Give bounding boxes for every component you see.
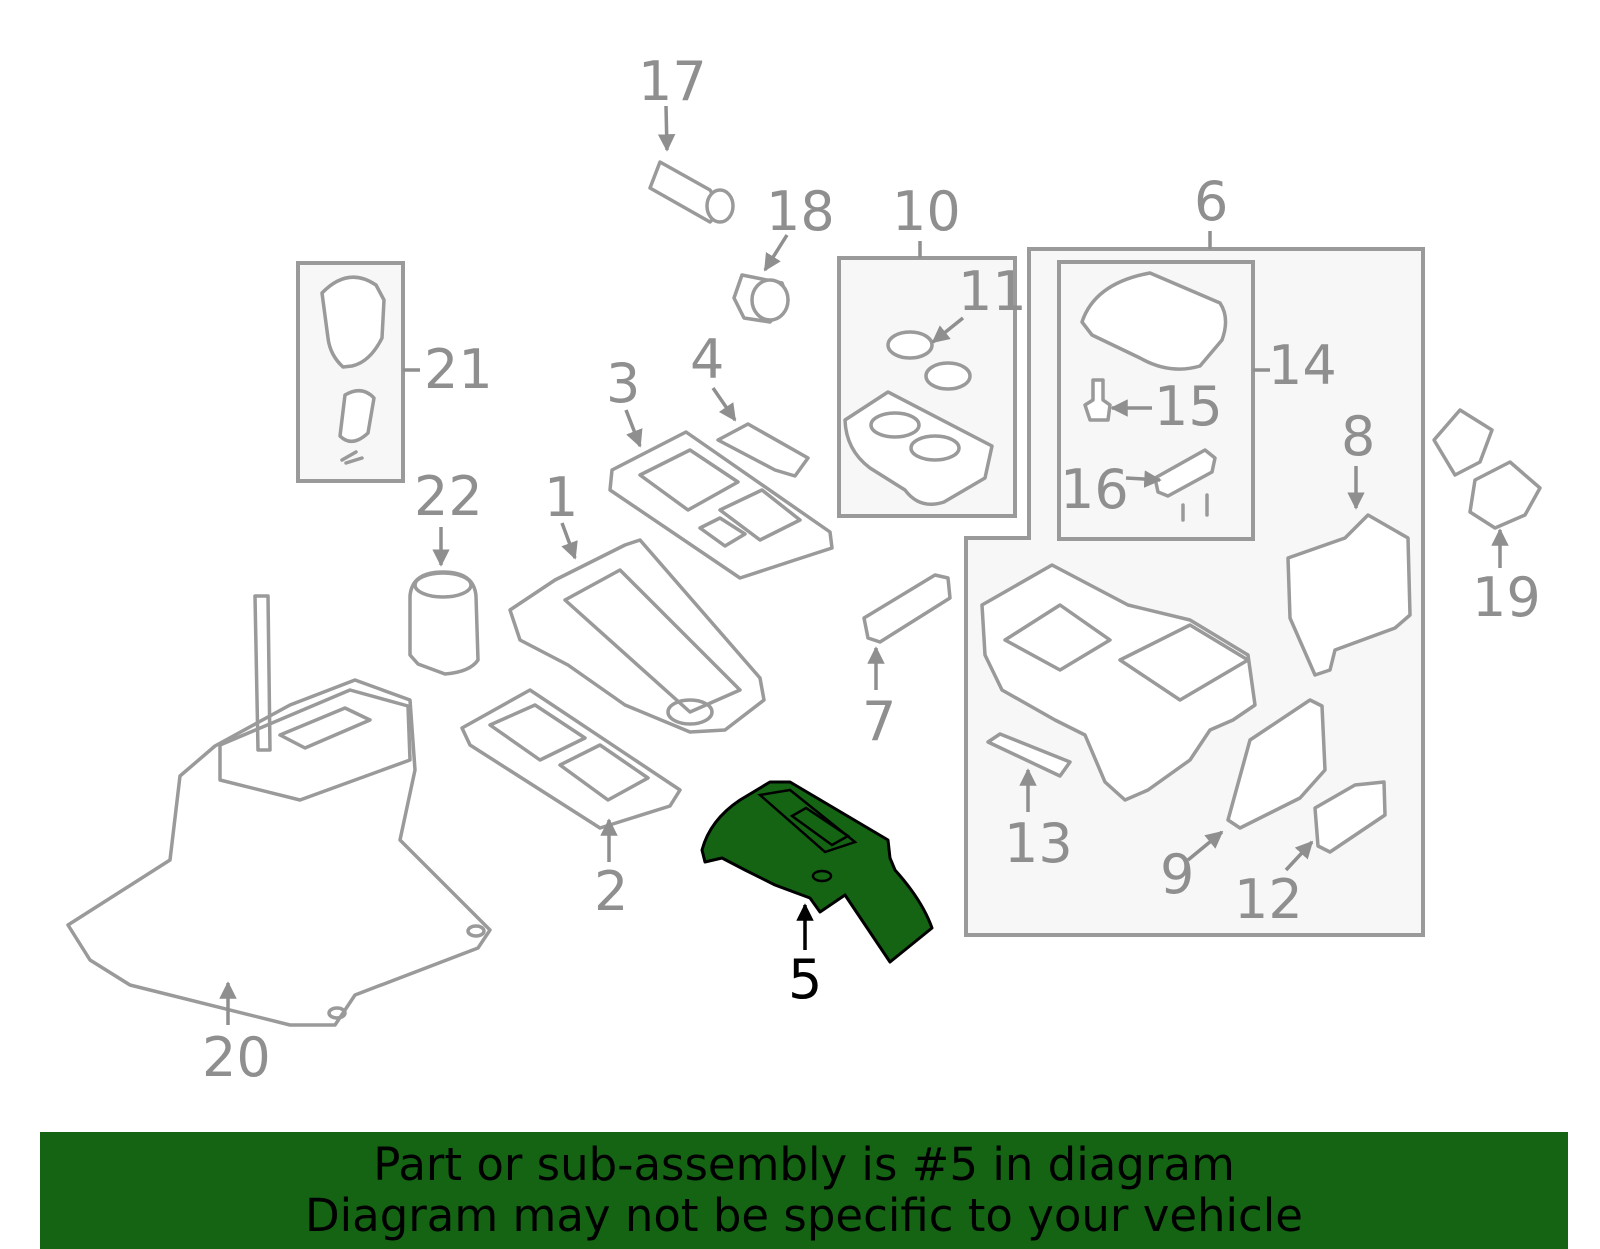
part-7-bracket[interactable] (862, 573, 952, 644)
part-22-actuator[interactable] (408, 570, 480, 676)
part-16-latch[interactable] (1153, 448, 1217, 498)
part-5-shift-bezel[interactable] (700, 780, 934, 964)
callout-7: 7 (862, 690, 896, 753)
part-10-cup-holder[interactable] (843, 330, 994, 506)
callout-3: 3 (606, 352, 640, 415)
callout-21: 21 (424, 338, 493, 401)
part-4-mat[interactable] (716, 422, 810, 478)
callout-labels: 1 2 3 4 5 6 7 8 9 10 11 12 13 14 15 16 1… (202, 50, 1541, 1089)
part-2-bottom-tray[interactable] (460, 688, 682, 830)
callout-22: 22 (414, 465, 483, 528)
part-1-console-base[interactable] (508, 538, 766, 734)
caption-banner: Part or sub-assembly is #5 in diagram Di… (40, 1132, 1568, 1249)
caption-line-2: Diagram may not be specific to your vehi… (305, 1189, 1303, 1242)
callout-9: 9 (1160, 843, 1194, 906)
caption-line-1: Part or sub-assembly is #5 in diagram (373, 1138, 1235, 1191)
callout-15: 15 (1154, 375, 1223, 438)
part-15-bolt[interactable] (1083, 378, 1112, 422)
part-13-mat[interactable] (986, 732, 1072, 778)
callout-5-highlighted: 5 (788, 948, 822, 1011)
leader-lines (219, 105, 1509, 1025)
callout-2: 2 (594, 860, 628, 923)
callout-12: 12 (1234, 868, 1303, 931)
part-21-shift-knob[interactable] (320, 275, 386, 465)
part-12-bin[interactable] (1313, 780, 1387, 854)
part-14-armrest-lid[interactable] (1080, 271, 1228, 371)
callout-11: 11 (958, 260, 1027, 323)
part-9-panel[interactable] (1226, 698, 1327, 830)
part-6-console-body[interactable] (980, 563, 1257, 802)
part-18-ring[interactable] (732, 273, 790, 324)
part-3-tray[interactable] (608, 430, 834, 580)
callout-8: 8 (1341, 405, 1375, 468)
callout-18: 18 (766, 180, 835, 243)
callout-16: 16 (1060, 458, 1129, 521)
callout-6: 6 (1194, 170, 1228, 233)
callout-4: 4 (690, 328, 724, 391)
callout-13: 13 (1004, 812, 1073, 875)
part-16-screws (1181, 493, 1209, 522)
part-17-socket[interactable] (648, 160, 735, 224)
part-19-switch[interactable] (1432, 408, 1542, 530)
callout-1: 1 (544, 466, 578, 529)
callout-20: 20 (202, 1026, 271, 1089)
callout-17: 17 (638, 50, 707, 113)
part-8-bracket[interactable] (1286, 513, 1412, 677)
callout-10: 10 (892, 180, 961, 243)
callout-19: 19 (1472, 566, 1541, 629)
callout-14: 14 (1268, 334, 1337, 397)
part-20-shifter-assembly[interactable] (66, 594, 492, 1027)
